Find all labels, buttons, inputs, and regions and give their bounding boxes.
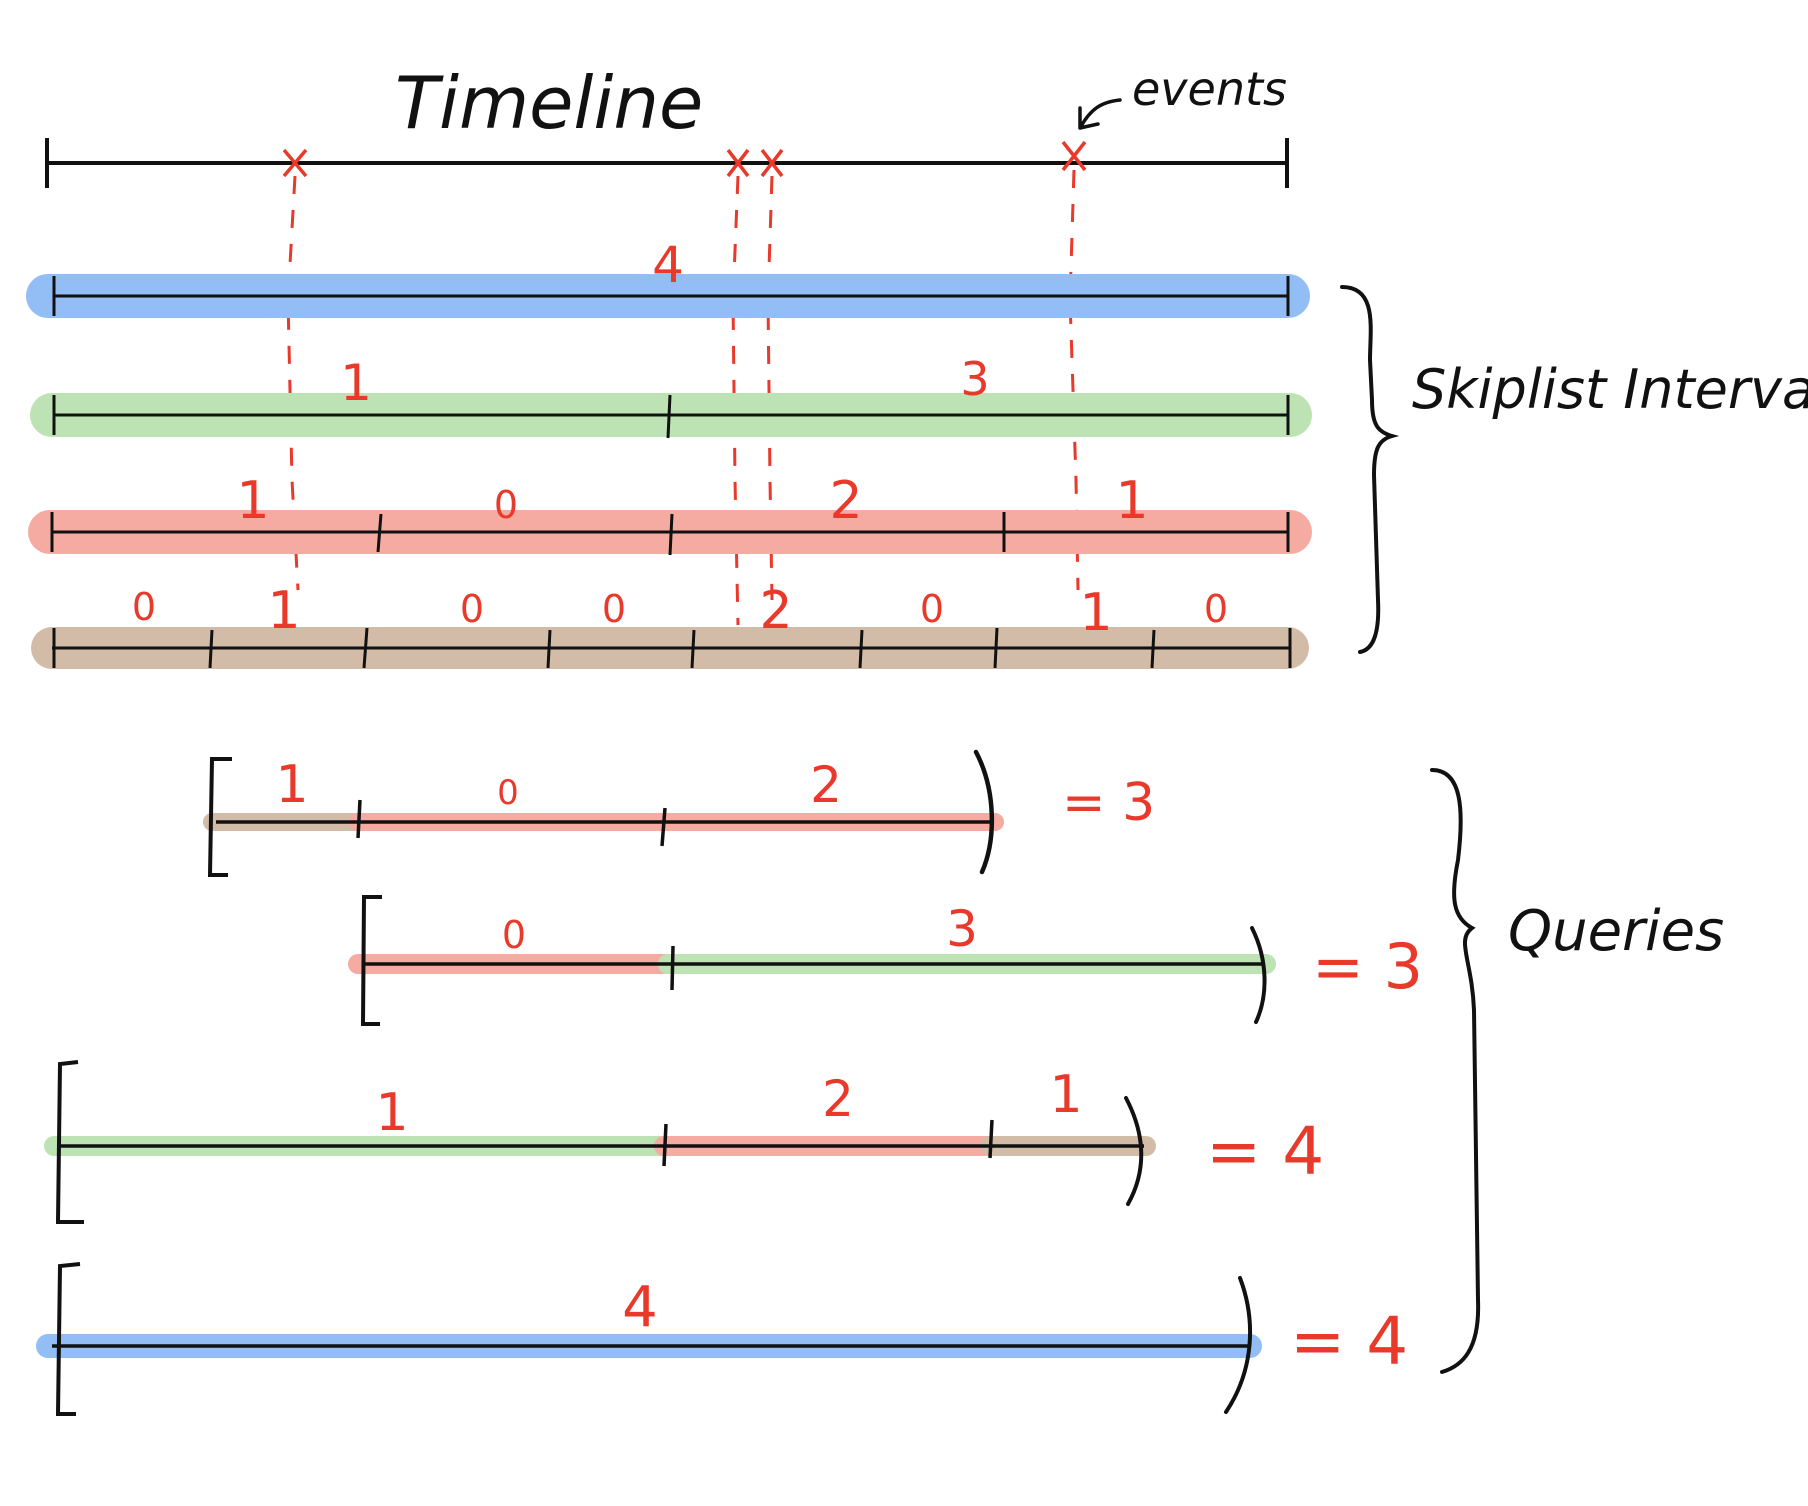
skiplist-count: 0 <box>494 483 518 527</box>
skiplist-count: 2 <box>829 471 862 531</box>
query-close-paren <box>973 749 995 875</box>
skiplist-ticks-tan <box>52 627 1292 669</box>
skiplist-tick <box>666 394 672 439</box>
skiplist-count: 1 <box>1079 583 1112 643</box>
query-close-paren <box>1224 1276 1253 1414</box>
skiplist-count: 0 <box>1204 587 1228 631</box>
queries-label: Queries <box>1508 899 1724 964</box>
events-arrow-icon <box>1078 98 1122 130</box>
query-open-bracket <box>207 757 232 877</box>
skiplist-count: 0 <box>602 587 626 631</box>
query-result: = 4 <box>1290 1303 1408 1380</box>
skiplist-count: 4 <box>652 236 684 294</box>
query-result: = 4 <box>1206 1113 1324 1190</box>
skiplist-count: 1 <box>236 471 269 531</box>
query-open-bracket <box>360 895 382 1026</box>
query-count: 1 <box>375 1083 408 1143</box>
query-count: 1 <box>275 755 308 815</box>
skiplist-count: 1 <box>1115 471 1148 531</box>
skiplist-count: 0 <box>132 585 156 629</box>
query-open-bracket <box>55 1262 81 1416</box>
query-count: 2 <box>810 756 842 814</box>
query-close-paren <box>1250 926 1267 1024</box>
skiplist-count: 1 <box>340 354 372 412</box>
query-open-bracket <box>55 1060 84 1224</box>
query-tick <box>670 945 675 991</box>
timeline-title: Timeline <box>395 61 703 145</box>
query-count: 1 <box>1049 1065 1082 1125</box>
event-marker-2 <box>726 148 750 178</box>
skiplist-tick <box>376 513 383 553</box>
skiplist-count: 1 <box>267 581 300 641</box>
skiplist-count: 0 <box>920 587 944 631</box>
skiplist-tick <box>668 513 674 556</box>
skiplist-count: 3 <box>960 352 989 406</box>
event-marker-1 <box>282 148 308 178</box>
skiplist-brace-icon <box>1340 285 1400 654</box>
query-close-paren <box>1124 1096 1144 1206</box>
skiplist-count: 2 <box>759 581 792 641</box>
queries-brace-icon <box>1430 768 1481 1374</box>
query-result: = 3 <box>1062 773 1155 833</box>
query-count: 2 <box>822 1070 854 1128</box>
query-count: 3 <box>946 900 978 958</box>
skiplist-label: Skiplist Intervals <box>1412 358 1808 421</box>
query-count: 0 <box>497 773 519 813</box>
events-label: events <box>1132 62 1287 116</box>
query-tick <box>988 1119 994 1159</box>
event-marker-4 <box>1061 140 1087 172</box>
event-marker-3 <box>760 148 784 178</box>
query-tick <box>660 807 667 847</box>
query-result: = 3 <box>1312 930 1423 1003</box>
query-count: 0 <box>502 913 526 957</box>
query-count: 4 <box>622 1275 658 1340</box>
query-tick <box>662 1123 668 1167</box>
skiplist-count: 0 <box>460 587 484 631</box>
query-tick <box>356 799 362 839</box>
